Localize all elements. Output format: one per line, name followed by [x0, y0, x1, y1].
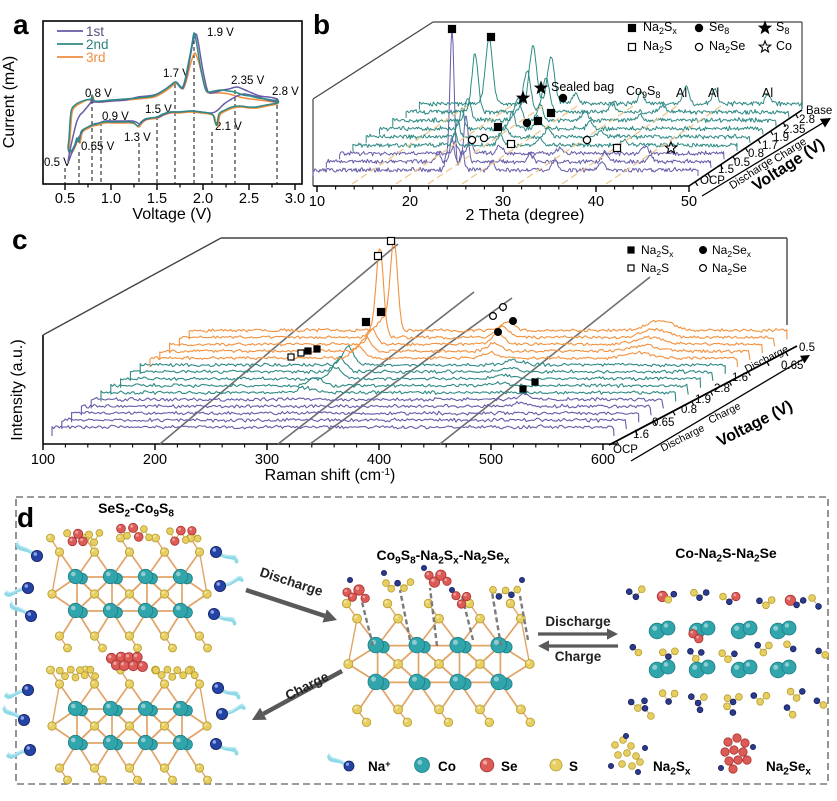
svg-text:Co: Co: [438, 759, 456, 774]
svg-text:0.5 V: 0.5 V: [44, 157, 71, 169]
svg-text:Raman shift (cm-1): Raman shift (cm-1): [265, 467, 396, 484]
svg-text:200: 200: [143, 452, 167, 468]
svg-text:0.65: 0.65: [781, 360, 803, 372]
svg-text:1.3 V: 1.3 V: [124, 132, 151, 144]
svg-text:Charge: Charge: [555, 649, 602, 664]
svg-text:3.0: 3.0: [285, 191, 305, 207]
svg-text:d: d: [17, 502, 34, 533]
svg-text:Al: Al: [762, 86, 773, 100]
svg-text:Na2S: Na2S: [641, 261, 669, 277]
svg-text:Intensity (a.u.): Intensity (a.u.): [9, 339, 26, 440]
svg-text:Se: Se: [501, 759, 518, 774]
svg-text:2.5: 2.5: [239, 191, 259, 207]
svg-text:1.6: 1.6: [633, 429, 649, 441]
svg-text:40: 40: [588, 194, 604, 210]
svg-text:a: a: [13, 9, 29, 40]
svg-text:Base: Base: [806, 105, 832, 117]
svg-text:1.5: 1.5: [718, 164, 734, 176]
svg-text:Voltage (V): Voltage (V): [132, 206, 211, 223]
svg-text:1.6: 1.6: [732, 372, 748, 384]
svg-text:300: 300: [255, 452, 279, 468]
svg-text:Al: Al: [676, 86, 687, 100]
svg-text:1.5: 1.5: [147, 191, 167, 207]
svg-text:500: 500: [479, 452, 503, 468]
svg-text:Na2Sex: Na2Sex: [712, 243, 752, 259]
svg-text:2.35 V: 2.35 V: [231, 75, 265, 87]
svg-text:0.65: 0.65: [652, 417, 674, 429]
svg-text:b: b: [313, 9, 330, 40]
svg-text:50: 50: [681, 194, 697, 210]
svg-text:1.9: 1.9: [695, 394, 711, 406]
svg-text:3rd: 3rd: [86, 50, 106, 65]
svg-text:1.9 V: 1.9 V: [207, 27, 234, 39]
svg-text:Na2S: Na2S: [643, 39, 672, 55]
svg-text:2 Theta (degree): 2 Theta (degree): [466, 207, 585, 224]
svg-text:100: 100: [31, 452, 55, 468]
svg-text:0.8 V: 0.8 V: [85, 88, 112, 100]
svg-text:0.5: 0.5: [55, 191, 75, 207]
svg-text:0.5: 0.5: [799, 342, 815, 354]
svg-text:10: 10: [309, 194, 325, 210]
svg-text:Al: Al: [708, 86, 719, 100]
svg-text:2.8 V: 2.8 V: [272, 86, 299, 98]
svg-text:c: c: [12, 224, 28, 255]
svg-text:S: S: [569, 759, 578, 774]
svg-text:OCP: OCP: [700, 175, 725, 187]
svg-text:Co: Co: [776, 39, 792, 53]
svg-text:OCP: OCP: [613, 444, 638, 456]
svg-text:1.0: 1.0: [101, 191, 121, 207]
svg-text:2.0: 2.0: [193, 191, 213, 207]
svg-text:Current (mA): Current (mA): [1, 56, 18, 148]
svg-text:20: 20: [402, 194, 418, 210]
svg-text:Discharge: Discharge: [545, 614, 611, 629]
svg-text:0.65 V: 0.65 V: [81, 141, 115, 153]
svg-text:400: 400: [367, 452, 391, 468]
svg-text:2.8: 2.8: [714, 383, 730, 395]
svg-text:600: 600: [591, 452, 615, 468]
svg-text:Sealed bag: Sealed bag: [551, 80, 614, 94]
